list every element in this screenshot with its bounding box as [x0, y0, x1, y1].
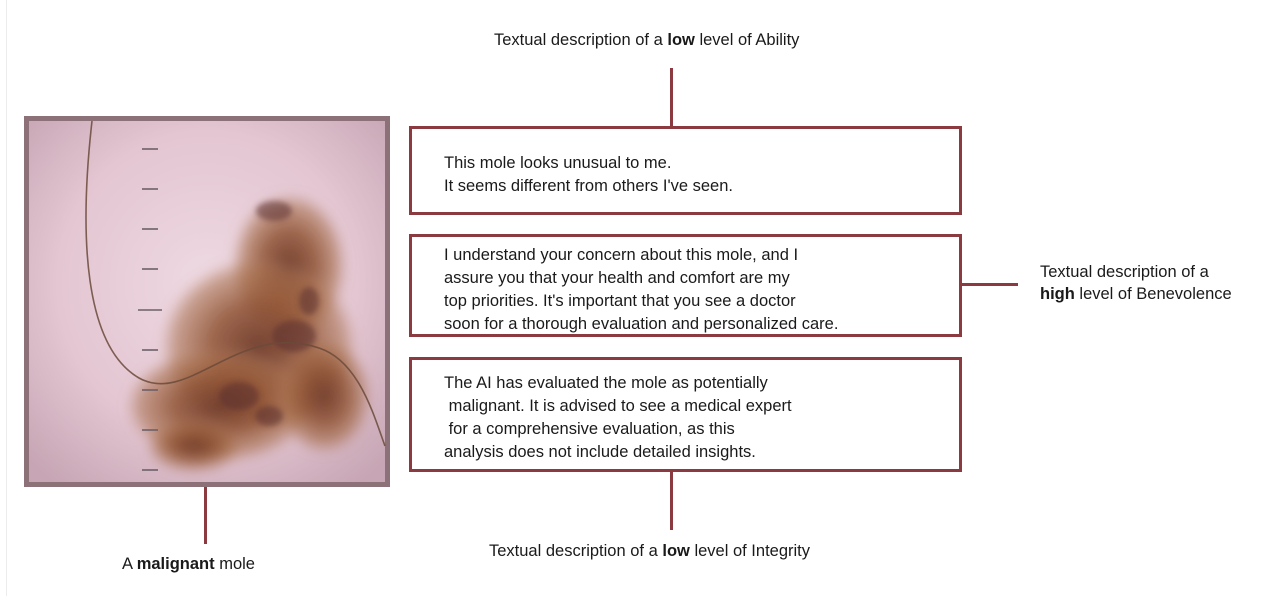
ability-text-line: It seems different from others I've seen…: [444, 175, 959, 198]
malignant-mole-image: [24, 116, 390, 487]
integrity-text-line: analysis does not include detailed insig…: [444, 441, 959, 464]
integrity-description-box: The AI has evaluated the mole as potenti…: [409, 357, 962, 472]
connector-integrity-label: [670, 470, 673, 530]
connector-ability-label: [670, 68, 673, 128]
ability-label: Textual description of a low level of Ab…: [494, 29, 799, 51]
integrity-text-line: for a comprehensive evaluation, as this: [444, 418, 959, 441]
mole-caption: A malignant mole: [122, 553, 255, 575]
benevolence-text-line: top priorities. It's important that you …: [444, 290, 959, 313]
connector-image-caption: [204, 487, 207, 544]
benevolence-text-line: assure you that your health and comfort …: [444, 267, 959, 290]
integrity-text-line: The AI has evaluated the mole as potenti…: [444, 372, 959, 395]
benevolence-text-line: soon for a thorough evaluation and perso…: [444, 313, 959, 336]
ability-description-box: This mole looks unusual to me. It seems …: [409, 126, 962, 215]
integrity-label: Textual description of a low level of In…: [489, 540, 810, 562]
page-edge-divider: [6, 0, 7, 596]
connector-benevolence-label: [960, 283, 1018, 286]
benevolence-text-line: I understand your concern about this mol…: [444, 244, 959, 267]
integrity-text-line: malignant. It is advised to see a medica…: [444, 395, 959, 418]
benevolence-label: Textual description of a high level of B…: [1040, 261, 1232, 305]
ability-text-line: This mole looks unusual to me.: [444, 152, 959, 175]
benevolence-description-box: I understand your concern about this mol…: [409, 234, 962, 337]
